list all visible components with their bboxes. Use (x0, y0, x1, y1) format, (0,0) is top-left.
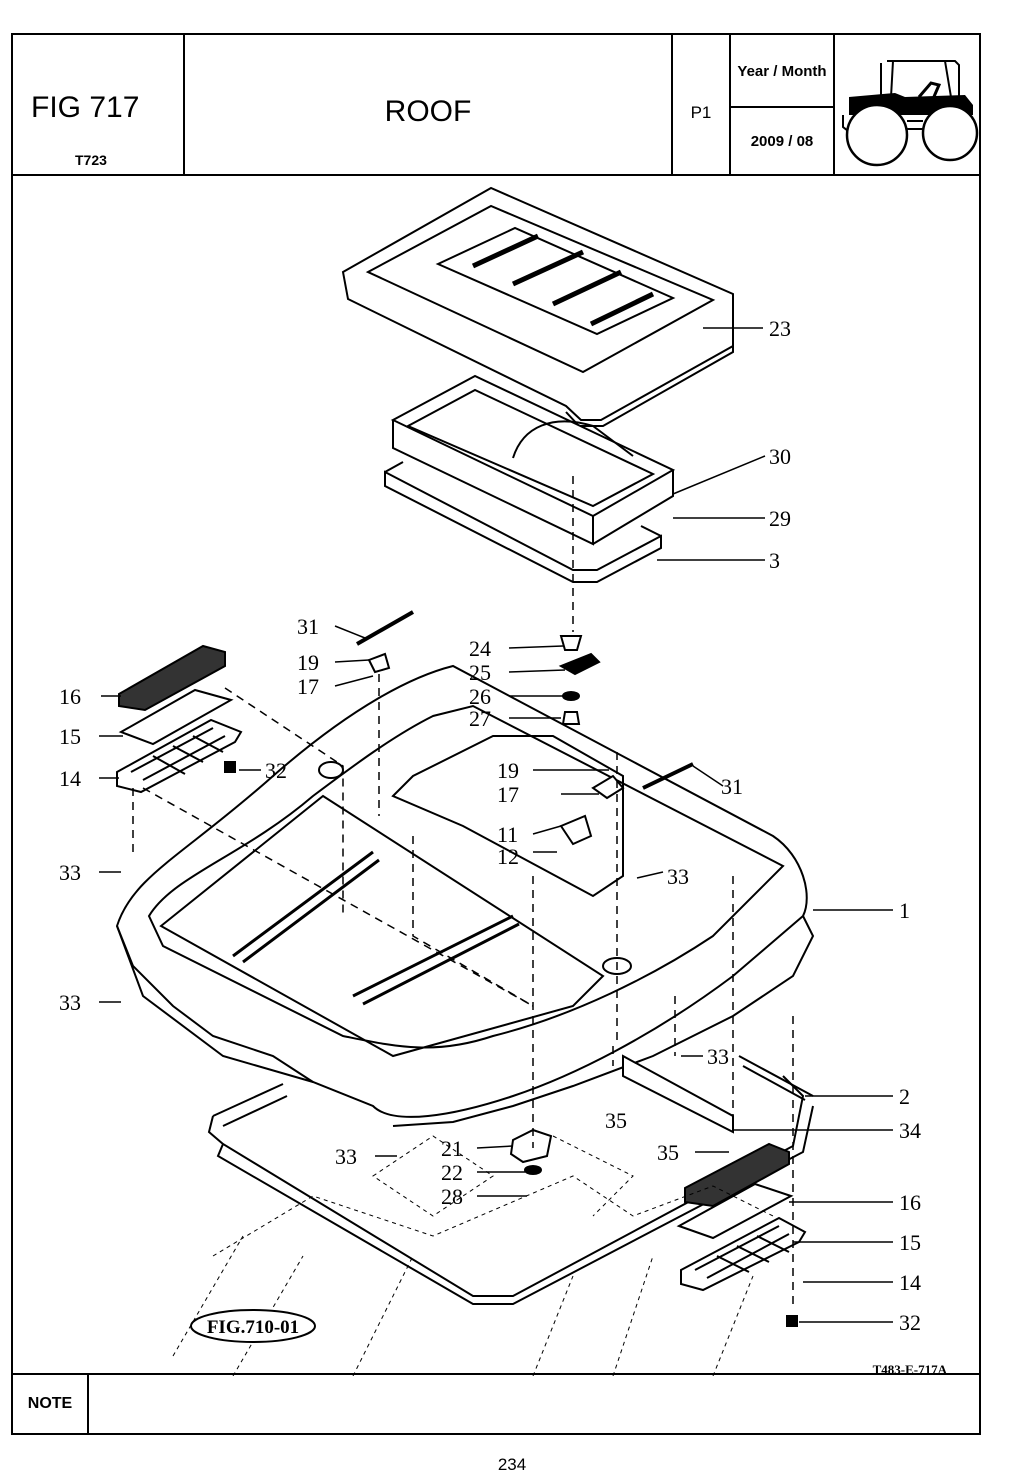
callout-33: 33 (707, 1044, 729, 1069)
callout-19: 19 (497, 758, 519, 783)
callout-15: 15 (59, 724, 81, 749)
page-frame: FIG 717 T723 ROOF P1 Year / Month 2009 /… (11, 33, 981, 1435)
callout-31: 31 (297, 614, 319, 639)
callout-32: 32 (265, 758, 287, 783)
callout-24: 24 (469, 636, 491, 661)
fig-cell: FIG 717 T723 (13, 35, 185, 174)
callout-11: 11 (497, 822, 518, 847)
callout-29: 29 (769, 506, 791, 531)
callout-33: 33 (667, 864, 689, 889)
callout-17: 17 (497, 782, 519, 807)
callout-33: 33 (59, 990, 81, 1015)
callout-17: 17 (297, 674, 319, 699)
part-callouts: 23 30 29 3 31 19 17 24 25 26 27 16 15 14… (59, 316, 921, 1335)
small-hardware-part (224, 635, 798, 1327)
callout-26: 26 (469, 684, 491, 709)
callout-30: 30 (769, 444, 791, 469)
callout-32: 32 (899, 1310, 921, 1335)
callout-35: 35 (657, 1140, 679, 1165)
callout-22: 22 (441, 1160, 463, 1185)
callout-23: 23 (769, 316, 791, 341)
fig-number: FIG 717 (31, 91, 140, 124)
callout-28: 28 (441, 1184, 463, 1209)
page-number: 234 (497, 1455, 527, 1474)
page-title: ROOF (384, 95, 472, 128)
figure-reference[interactable]: FIG.710-01 (190, 1309, 316, 1343)
callout-1: 1 (899, 898, 910, 923)
callout-33: 33 (59, 860, 81, 885)
page-code: P1 (690, 103, 712, 122)
cab-frame-part (172, 1135, 774, 1376)
callout-21: 21 (441, 1136, 463, 1161)
tractor-icon (842, 60, 979, 167)
title-block: FIG 717 T723 ROOF P1 Year / Month 2009 /… (13, 35, 979, 176)
page-code-cell: P1 (673, 35, 731, 174)
title-cell: ROOF (185, 35, 673, 174)
callout-12: 12 (497, 844, 519, 869)
roof-exploded-diagram: 23 30 29 3 31 19 17 24 25 26 27 16 15 14… (59, 186, 948, 1376)
callout-2: 2 (899, 1084, 910, 1109)
year-month-value: 2009 / 08 (750, 133, 814, 150)
callout-33: 33 (335, 1144, 357, 1169)
callout-14: 14 (899, 1270, 921, 1295)
filter-right-part (676, 1142, 807, 1292)
callout-31: 31 (721, 774, 743, 799)
callout-34: 34 (899, 1118, 921, 1143)
main-roof-part (115, 664, 815, 1127)
roof-cover-part (341, 186, 734, 427)
roof-seal-part (207, 1055, 814, 1305)
callout-15: 15 (899, 1230, 921, 1255)
tractor-cell (835, 35, 979, 174)
drawing-code: T483-E-717A (873, 1362, 948, 1376)
callout-16: 16 (59, 684, 81, 709)
callout-19: 19 (297, 650, 319, 675)
year-month-cell: Year / Month 2009 / 08 (731, 35, 835, 174)
leader-lines (99, 327, 893, 1323)
callout-3: 3 (769, 548, 780, 573)
callout-27: 27 (469, 706, 491, 731)
model-code: T723 (75, 152, 107, 168)
filter-left-part (116, 644, 243, 794)
sunroof-frame-part (384, 374, 676, 583)
callout-35: 35 (605, 1108, 627, 1133)
figure-reference-label: FIG.710-01 (207, 1317, 299, 1338)
bracket-part (622, 1054, 734, 1134)
year-month-divider (731, 106, 833, 108)
note-row: NOTE (13, 1373, 979, 1433)
callout-14: 14 (59, 766, 81, 791)
assembly-lines (132, 476, 794, 1306)
callout-16: 16 (899, 1190, 921, 1215)
note-label: NOTE (13, 1375, 89, 1433)
year-month-label: Year / Month (737, 63, 827, 80)
callout-25: 25 (469, 660, 491, 685)
